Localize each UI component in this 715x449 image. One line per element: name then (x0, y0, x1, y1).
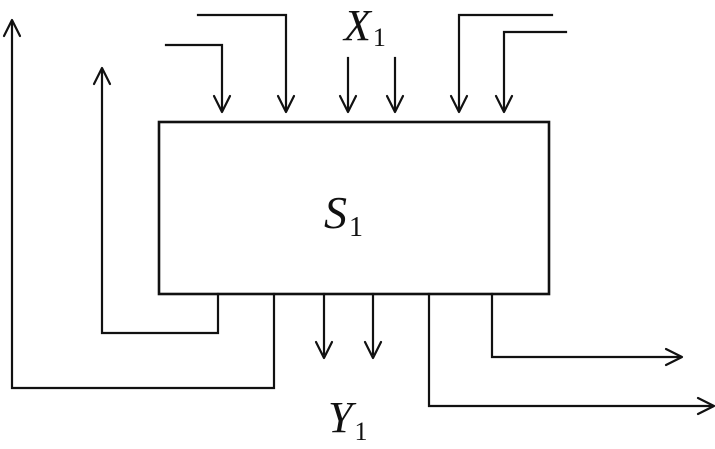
output-arrow-right-long (427, 292, 715, 416)
input-arrows (164, 13, 568, 114)
feedback-arrow-outer (2, 18, 276, 390)
input-arrow-3 (338, 56, 358, 114)
input-arrow-6 (494, 30, 568, 114)
input-arrow-1 (164, 43, 232, 114)
input-arrow-5 (449, 13, 554, 114)
output-arrows (2, 18, 715, 416)
input-arrow-2 (196, 13, 296, 114)
output-arrow-2 (363, 292, 383, 360)
system-label: S1 (324, 187, 363, 243)
input-arrow-4 (385, 56, 405, 114)
system-block (157, 120, 551, 296)
feedback-arrow-inner (92, 66, 220, 335)
output-arrow-right-short (490, 292, 684, 367)
outputs-label: Y1 (328, 393, 367, 446)
output-arrow-1 (314, 292, 334, 360)
inputs-label: X1 (342, 1, 386, 52)
